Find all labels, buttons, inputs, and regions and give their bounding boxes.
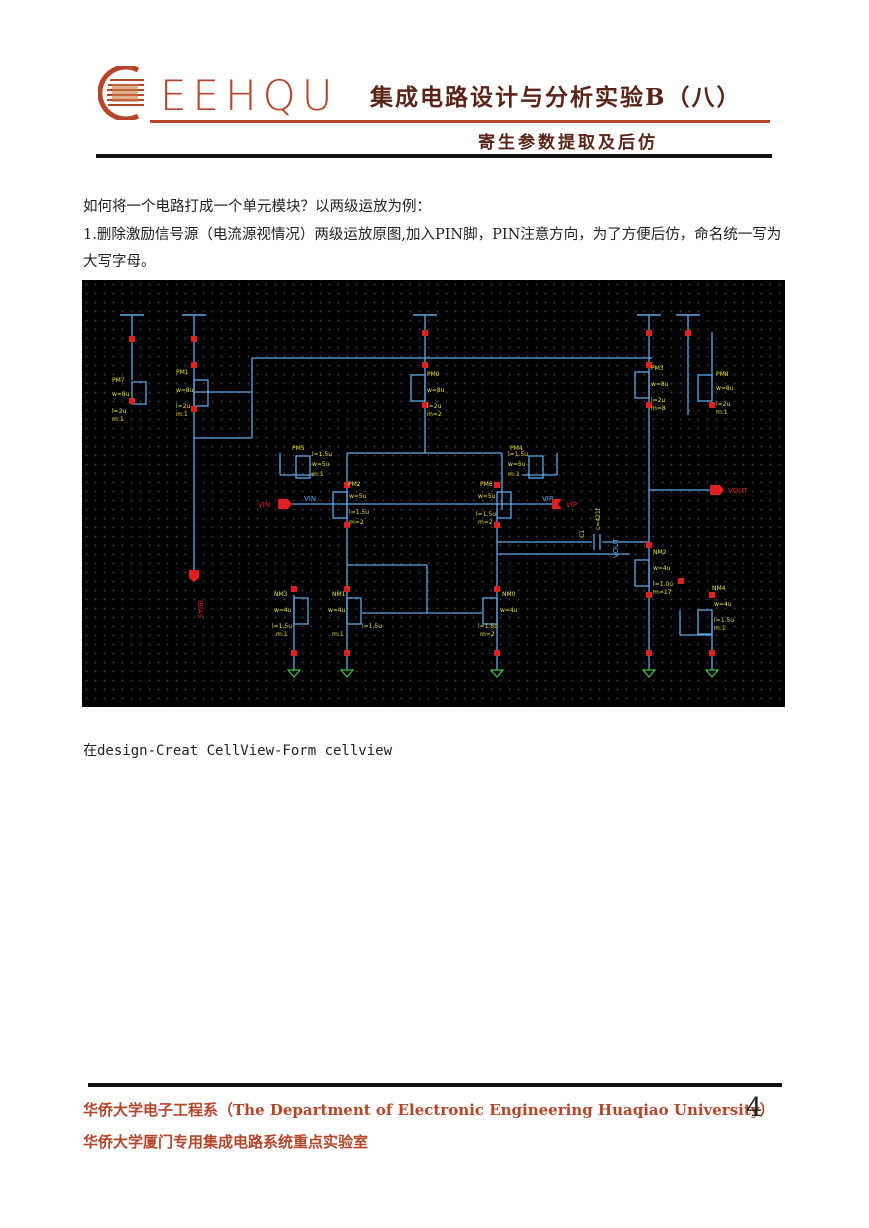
label-pm1: PM1 [176,369,189,376]
svg-text:m:1: m:1 [714,625,726,632]
opamp-schematic-image: VIN VIP VOUT IBIAS VIN VIP VOUT PM7 w=8u… [82,280,785,707]
footer-lab: 华侨大学厦门专用集成电路系统重点实验室 [83,1133,369,1151]
footer-department-close: ） [759,1101,775,1119]
label-pm2: PM2 [348,481,361,488]
svg-text:l=1.5u: l=1.5u [478,623,498,630]
svg-text:l=1.5u: l=1.5u [272,623,292,630]
io-pins [189,485,724,582]
net-labels: VIN VIP VOUT [304,495,620,558]
svg-text:l=1.5u: l=1.5u [714,617,734,624]
svg-text:m:1: m:1 [176,411,188,418]
svg-text:w=4u: w=4u [714,601,732,608]
svg-text:w=8u: w=8u [176,387,194,394]
svg-text:l=2u: l=2u [176,403,191,410]
svg-text:m:1: m:1 [332,631,344,638]
svg-text:w=8u: w=8u [112,391,130,398]
svg-text:m:1: m:1 [112,416,124,423]
svg-text:m=2: m=2 [349,519,364,526]
svg-text:l=2u: l=2u [427,403,442,410]
label-pm0: PM0 [427,371,440,378]
svg-text:m:1: m:1 [276,631,288,638]
device-labels: PM7 w=8u l=2u m:1 PM1 w=8u l=2u m:1 PM0 … [112,365,734,638]
footer-department: 华侨大学电子工程系（The Department of Electronic E… [83,1099,775,1120]
label-pm5: PM5 [292,445,305,452]
label-pm7: PM7 [112,377,125,384]
pin-vin: VIN [258,501,270,509]
header-divider [150,120,770,123]
svg-text:w=8u: w=8u [651,381,669,388]
instruction-paragraph: 在design-Creat CellView-Form cellview [83,743,393,759]
page-title: 集成电路设计与分析实验B（八） [370,84,742,111]
pin-vout: VOUT [728,487,748,495]
label-c1: C1 [579,530,586,538]
svg-text:m=2: m=2 [480,631,495,638]
step-1-paragraph: 1.删除激励信号源（电流源视情况）两级运放原图,加入PIN脚，PIN注意方向，为… [83,227,782,270]
svg-text:w=5u: w=5u [312,461,330,468]
footer-department-cn: 华侨大学电子工程系（ [83,1101,234,1119]
label-pm3: PM3 [651,365,664,372]
svg-text:w=5u: w=5u [349,493,367,500]
capacitor-c1 [593,534,601,550]
svg-text:l=1.5u: l=1.5u [362,623,382,630]
svg-text:w=8u: w=8u [427,387,445,394]
label-nm1: NM1 [332,591,346,598]
svg-text:w=4u: w=4u [653,565,671,572]
logo-icon [97,64,150,122]
svg-text:l=2u: l=2u [651,397,666,404]
svg-text:m:1: m:1 [716,409,728,416]
svg-text:m:1: m:1 [508,471,520,478]
footer-rule [88,1083,782,1087]
label-nm0: NM0 [502,591,516,598]
svg-text:w=4u: w=4u [274,607,292,614]
svg-text:m=2: m=2 [478,519,493,526]
label-nm2: NM2 [653,549,667,556]
ground-symbols [286,669,720,678]
page-subtitle: 寄生参数提取及后仿 [478,133,658,153]
label-pm4: PM4 [510,445,523,452]
svg-text:l=2u: l=2u [716,401,731,408]
svg-text:m=2: m=2 [427,411,442,418]
svg-text:l=1.5u: l=1.5u [312,451,332,458]
wires [131,315,713,670]
header-rule [96,154,772,158]
svg-text:c=421f: c=421f [595,507,602,530]
svg-text:w=8u: w=8u [716,385,734,392]
svg-text:l=1.5u: l=1.5u [476,511,496,518]
svg-text:m:1: m:1 [312,471,324,478]
logo-text: EEHQU [160,71,339,120]
label-nm4: NM4 [712,585,726,592]
svg-text:w=4u: w=4u [500,607,518,614]
label-pm6: PM6 [480,481,493,488]
label-pm8: PM8 [716,371,729,378]
pin-ibias: IBIAS [196,600,204,619]
svg-text:m=17: m=17 [653,589,672,596]
pin-vip: VIP [566,501,577,509]
svg-text:m=8: m=8 [651,405,666,412]
net-pins [129,330,715,656]
svg-text:l=1.5u: l=1.5u [508,451,528,458]
footer-department-en: The Department of Electronic Engineering… [233,1101,760,1119]
page-number: 4 [746,1093,763,1123]
intro-paragraph: 如何将一个电路打成一个单元模块？以两级运放为例： [83,199,431,215]
svg-text:l=1.5u: l=1.5u [349,509,369,516]
pin-labels: VIN VIP VOUT IBIAS [196,487,748,619]
svg-text:w=4u: w=4u [328,607,346,614]
transistor-bodies [131,371,713,635]
net-vip: VIP [542,495,553,503]
svg-text:l=1.0u: l=1.0u [653,581,673,588]
net-vout: VOUT [612,538,620,558]
svg-text:w=5u: w=5u [508,461,526,468]
svg-text:l=2u: l=2u [112,408,127,415]
svg-text:w=5u: w=5u [478,493,496,500]
net-vin: VIN [304,495,316,503]
label-nm3: NM3 [274,591,288,598]
